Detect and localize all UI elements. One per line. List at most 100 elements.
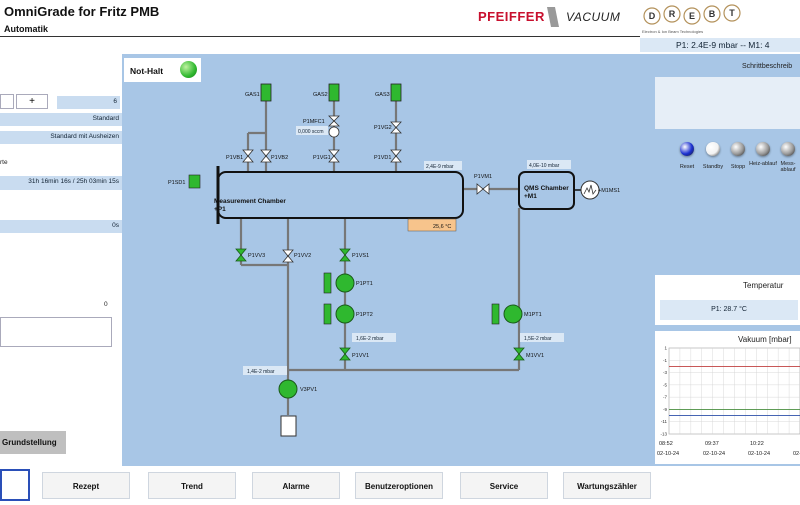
p1vb2-valve-icon[interactable]: [260, 149, 272, 163]
p1pt2-label: P1PT2: [356, 312, 373, 318]
x-tick-date: 02-10-24: [657, 451, 679, 457]
p1pt2-pump-icon[interactable]: [335, 304, 355, 324]
m1pt1-label: M1PT1: [524, 312, 542, 318]
notes-field[interactable]: [0, 317, 112, 347]
open-valves: [235, 248, 525, 361]
qms-title: QMS Chamber: [524, 185, 569, 192]
chamber-title: Measurement Chamber: [214, 198, 286, 205]
messablauf-button[interactable]: [781, 142, 795, 156]
messablauf-label: Mess-ablauf: [780, 161, 796, 173]
mode-label: Automatik: [4, 24, 49, 34]
p1vb1-label: P1VB1: [226, 155, 243, 161]
p1mfc1-label: P1MFC1: [303, 119, 325, 125]
nav-active-button[interactable]: [0, 469, 30, 501]
p1pt1-pump-icon[interactable]: [335, 273, 355, 293]
svg-text:R: R: [669, 9, 676, 19]
svg-text:B: B: [709, 9, 716, 19]
reset-label: Reset: [679, 164, 695, 170]
p1vv1-valve-icon[interactable]: [339, 347, 351, 361]
grundstellung-button[interactable]: Grundstellung: [0, 431, 66, 454]
p1vs1-label: P1VS1: [352, 253, 369, 259]
nav-benutzeroptionen[interactable]: Benutzeroptionen: [355, 472, 443, 499]
y-tick-label: -9: [663, 407, 667, 412]
x-tick-date: 02-10-24: [703, 451, 725, 457]
p1vv3-valve-icon[interactable]: [235, 248, 247, 262]
gas-cylinders: [260, 83, 402, 102]
m1ms1-spectrometer-icon[interactable]: [580, 180, 600, 200]
stopp-label: Stopp: [730, 164, 746, 170]
v3pv1-pump-icon[interactable]: [278, 379, 298, 399]
measurement-chamber[interactable]: [217, 171, 464, 219]
m1vv1-label: M1VV1: [526, 353, 544, 359]
nav-wartungszaehler[interactable]: Wartungszähler: [563, 472, 651, 499]
stepper-field[interactable]: [0, 94, 14, 109]
left-panel: + 6 Standard Standard mit Ausheizen rte …: [0, 54, 122, 466]
svg-text:Electron & Ion Beam Technologi: Electron & Ion Beam Technologies: [642, 29, 703, 34]
nav-service[interactable]: Service: [460, 472, 548, 499]
y-tick-label: -13: [660, 432, 667, 437]
heizablauf-button[interactable]: [756, 142, 770, 156]
m1pt1-pump-icon[interactable]: [503, 304, 523, 324]
heizablauf-label: Heiz-ablauf: [749, 161, 777, 167]
x-tick-time: 08:52: [659, 441, 673, 447]
p1vm1-label: P1VM1: [474, 174, 492, 180]
p1vd1-valve-icon[interactable]: [390, 149, 402, 163]
p1mfc1-valve-icon[interactable]: [328, 115, 340, 127]
step-description-label: Schrittbeschreib: [742, 63, 793, 70]
y-tick-label: -5: [663, 382, 667, 387]
profile-standard[interactable]: Standard: [0, 113, 122, 126]
p1vg1-valve-icon[interactable]: [328, 149, 340, 163]
chamber-temp-value: 25,6 °C: [433, 224, 451, 230]
y-tick-label: 1: [664, 346, 667, 351]
y-tick-label: -1: [663, 358, 667, 363]
partial-label: rte: [0, 159, 8, 166]
p1vm1-valve-icon[interactable]: [476, 183, 490, 195]
m1vv1-valve-icon[interactable]: [513, 347, 525, 361]
header-divider: [0, 36, 640, 37]
count-value: 0: [104, 301, 108, 308]
m1pt1-status-icon: [491, 303, 500, 325]
step-description-box: [655, 77, 800, 129]
p1vb1-valve-icon[interactable]: [242, 149, 254, 163]
chamber-pressure-value: 2,4E-9 mbar: [426, 164, 454, 170]
standby-button[interactable]: [706, 142, 720, 156]
p1vv2-valve-icon[interactable]: [282, 249, 294, 263]
pfeiffer-logo: PFEIFFER VACUUM: [478, 5, 623, 31]
nav-trend[interactable]: Trend: [148, 472, 236, 499]
x-tick-date: 02-: [793, 451, 800, 457]
p1vv3-label: P1VV3: [248, 253, 265, 259]
stepper-plus-button[interactable]: +: [16, 94, 48, 109]
qms-pressure-value: 4,0E-10 mbar: [529, 163, 560, 169]
p1vb2-label: P1VB2: [271, 155, 288, 161]
vacuum-logo-text: VACUUM: [566, 10, 621, 24]
pfeiffer-logo-text: PFEIFFER: [478, 9, 545, 24]
p1vv1-label: P1VV1: [352, 353, 369, 359]
p1mfc1-flow-icon: [328, 126, 340, 138]
x-tick-date: 02-10-24: [748, 451, 770, 457]
gas1-label: GAS1: [245, 92, 260, 98]
counter-value: 6: [57, 96, 120, 109]
flow-value: 0,000 sccm: [298, 129, 324, 135]
stopp-button[interactable]: [731, 142, 745, 156]
v3-pressure-value: 1,4E-2 mbar: [247, 369, 275, 375]
pumps: [278, 272, 523, 399]
nav-alarme[interactable]: Alarme: [252, 472, 340, 499]
p1vd1-label: P1VD1: [374, 155, 391, 161]
reset-button[interactable]: [680, 142, 694, 156]
chamber-sub: +P1: [214, 206, 226, 213]
p1vg2-label: P1VG2: [374, 125, 392, 131]
nothalt-status-icon[interactable]: [180, 61, 197, 78]
svg-text:T: T: [729, 8, 735, 18]
p1vs1-valve-icon[interactable]: [339, 248, 351, 262]
gas3-icon[interactable]: [390, 83, 402, 102]
p1sd1-sensor-icon[interactable]: [188, 174, 201, 189]
gas1-icon[interactable]: [260, 83, 272, 102]
app-title: OmniGrade for Fritz PMB: [4, 4, 160, 19]
p1vg2-valve-icon[interactable]: [390, 121, 402, 134]
p1vv2-label: P1VV2: [294, 253, 311, 259]
gas2-icon[interactable]: [328, 83, 340, 102]
nav-rezept[interactable]: Rezept: [42, 472, 130, 499]
value-boxes: 0,000 sccm 2,4E-9 mbar 25,6 °C 4,0E-10 m…: [243, 126, 571, 375]
profile-standard-bake[interactable]: Standard mit Ausheizen: [0, 131, 122, 144]
